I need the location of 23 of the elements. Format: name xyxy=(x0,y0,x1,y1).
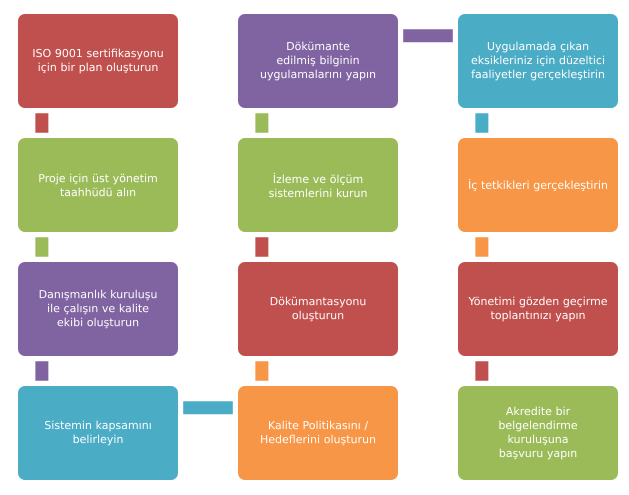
process-box: Yönetimi gözden geçirme toplantınızı yapın xyxy=(458,262,618,356)
process-box: İzleme ve ölçüm sistemlerini kurun xyxy=(238,138,398,232)
process-box: Uygulamada çıkan eksikleriniz için düzeltici faaliyetler gerçekleştirin xyxy=(458,14,618,108)
connector-bar xyxy=(475,237,488,257)
connector-bar xyxy=(255,361,268,381)
connector-bar xyxy=(403,29,453,42)
process-box: Sistemin kapsamını belirleyin xyxy=(18,386,178,480)
process-box: ISO 9001 sertifikasyonu için bir plan oluşturun xyxy=(18,14,178,108)
process-box: Dökümantasyonu oluşturun xyxy=(238,262,398,356)
process-box: Kalite Politikasını / Hedeflerini oluşturun xyxy=(238,386,398,480)
process-box: İç tetkikleri gerçekleştirin xyxy=(458,138,618,232)
process-box: Akredite bir belgelendirme kuruluşuna başvuru yapın xyxy=(458,386,618,480)
connector-bar xyxy=(475,113,488,133)
connector-bar xyxy=(255,113,268,133)
connector-bar xyxy=(35,361,48,381)
connector-bar xyxy=(35,113,48,133)
connector-bar xyxy=(35,237,48,257)
connector-bar xyxy=(183,401,233,414)
process-box: Danışmanlık kuruluşu ile çalışın ve kalite ekibi oluşturun xyxy=(18,262,178,356)
connector-bar xyxy=(255,237,268,257)
process-box: Dökümante edilmiş bilginin uygulamalarını yapın xyxy=(238,14,398,108)
process-box: Proje için üst yönetim taahhüdü alın xyxy=(18,138,178,232)
connector-bar xyxy=(475,361,488,381)
